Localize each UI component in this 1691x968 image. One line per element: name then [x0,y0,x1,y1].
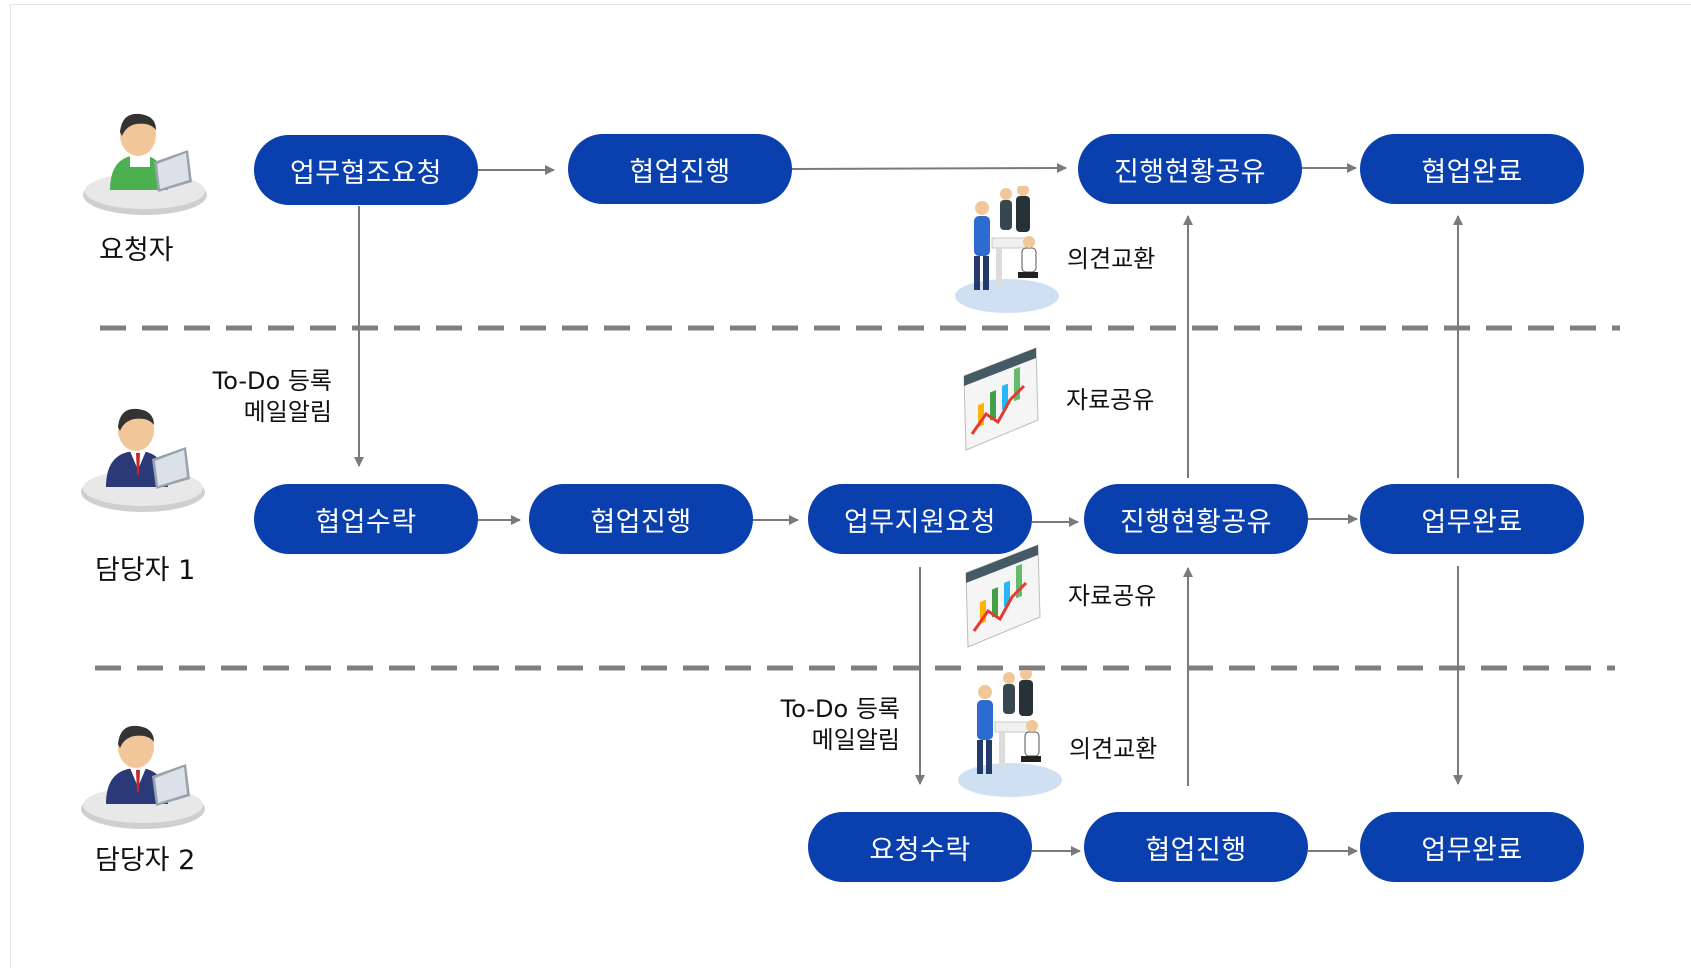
opinion-exchange-label-1: 의견교환 [1067,245,1156,273]
lane2-step-status-share: 진행현황공유 [1084,484,1308,554]
diagram-frame [10,4,1691,968]
chart-document-icon [965,544,1041,648]
requester-avatar-icon [83,113,207,215]
lane2-step-support-request: 업무지원요청 [808,484,1032,554]
todo-mail-label-1: To-Do 등록 메일알림 [180,366,332,428]
role-requester: 요청자 [99,235,174,266]
lane3-step-request-accept: 요청수락 [808,812,1032,882]
todo-label: To-Do 등록 [212,367,332,395]
data-share-label-1: 자료공유 [1066,386,1155,414]
opinion-exchange-label-2: 의견교환 [1069,735,1158,763]
assignee1-avatar-icon [81,408,205,512]
lane1-step-status-share: 진행현황공유 [1078,134,1302,204]
meeting-people-icon [958,670,1062,797]
todo-label: To-Do 등록 [780,695,900,723]
meeting-people-icon [955,186,1059,313]
mail-alert-label: 메일알림 [811,726,900,754]
lane3-step-work-complete: 업무완료 [1360,812,1584,882]
chart-document-icon [963,347,1039,451]
role-assignee1: 담당자 1 [95,555,196,586]
assignee2-avatar-icon [81,725,205,829]
lane1-step-collab-complete: 협업완료 [1360,134,1584,204]
lane2-step-collab-progress: 협업진행 [529,484,753,554]
lane1-step-work-coop-request: 업무협조요청 [254,135,478,205]
todo-mail-label-2: To-Do 등록 메일알림 [748,694,900,756]
lane3-step-collab-progress: 협업진행 [1084,812,1308,882]
role-assignee2: 담당자 2 [95,845,196,876]
lane1-step-collab-progress: 협업진행 [568,134,792,204]
mail-alert-label: 메일알림 [243,398,332,426]
data-share-label-2: 자료공유 [1068,582,1157,610]
lane2-step-collab-accept: 협업수락 [254,484,478,554]
lane2-step-work-complete: 업무완료 [1360,484,1584,554]
